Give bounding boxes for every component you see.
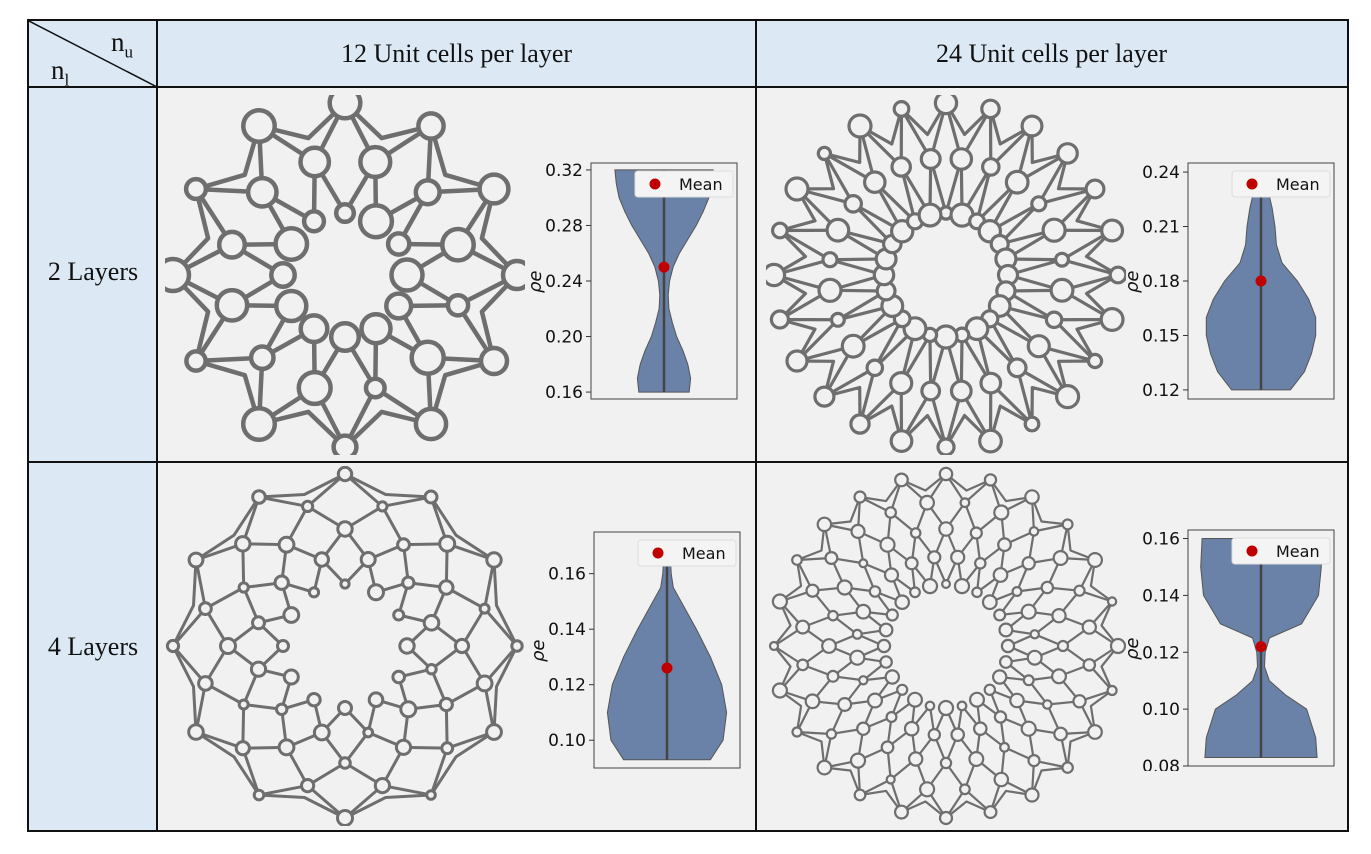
legend-mean-marker: [1246, 545, 1258, 557]
column-title-12: 12 Unit cells per layer: [340, 39, 573, 68]
y-tick-label: 0.20: [545, 328, 583, 348]
mean-marker: [661, 662, 673, 674]
lattice-2-layers-12-cells: [165, 95, 525, 455]
cell-2l-12u: 0.16 0.20 0.24 0.28 0.32 ρe Mean: [157, 87, 756, 462]
row-header-4-layers: 4 Layers: [29, 462, 157, 830]
y-axis-label: ρe: [1126, 638, 1143, 661]
legend-mean-marker: [652, 547, 664, 559]
y-tick-label: 0.24: [545, 272, 583, 292]
y-tick-label: 0.14: [1142, 586, 1180, 606]
legend-box: [634, 170, 734, 198]
y-tick-label: 0.10: [1142, 700, 1180, 720]
violin-plot-4-layers-12-cells: 0.10 0.12 0.14 0.16 ρe Mean: [532, 531, 741, 769]
legend-label: Mean: [679, 175, 723, 194]
lattice-nodes: [165, 95, 525, 455]
lattice-4-layers-24-cells: [768, 466, 1126, 826]
lattice-nodes: [165, 466, 524, 826]
divider-vertical-2: [755, 21, 757, 830]
column-header-24: 24 Unit cells per layer: [756, 21, 1347, 87]
lattice-struts: [170, 100, 520, 450]
y-tick-label: 0.14: [548, 620, 586, 640]
y-axis-label: ρe: [529, 271, 546, 294]
y-tick-label: 0.15: [1142, 326, 1180, 346]
y-tick-label: 0.28: [545, 216, 583, 236]
y-axis-label: ρe: [532, 640, 549, 663]
row-title-4-layers: 4 Layers: [47, 632, 139, 661]
cell-4l-24u: 0.08 0.10 0.12 0.14 0.16 ρe Mean: [756, 462, 1347, 830]
y-axis-label: ρe: [1126, 271, 1143, 294]
y-tick-label: 0.16: [548, 565, 586, 585]
y-tick-label: 0.16: [545, 383, 583, 403]
cell-4l-12u: 0.10 0.12 0.14 0.16 ρe Mean: [157, 462, 756, 830]
lattice-2-layers-24-cells: [766, 95, 1126, 455]
column-title-24: 24 Unit cells per layer: [935, 39, 1168, 68]
mean-marker: [658, 261, 670, 273]
row-title-2-layers: 2 Layers: [47, 257, 139, 286]
corner-label-units: nu: [111, 27, 133, 62]
legend-label: Mean: [682, 544, 726, 563]
violin-plot-2-layers-24-cells: 0.12 0.15 0.18 0.21 0.24 ρe Mean: [1126, 162, 1335, 401]
legend-label: Mean: [1276, 175, 1320, 194]
divider-horizontal-1: [29, 86, 1347, 88]
violin-plot-4-layers-24-cells: 0.08 0.10 0.12 0.14 0.16 ρe Mean: [1126, 529, 1335, 771]
legend-box: [637, 539, 737, 567]
divider-vertical-1: [156, 21, 158, 830]
legend-mean-marker: [1246, 178, 1258, 190]
y-tick-label: 0.21: [1142, 218, 1180, 238]
corner-diagonal: [29, 21, 157, 87]
comparison-table: nu nl 12 Unit cells per layer 24 Unit ce…: [27, 19, 1349, 832]
corner-label-layers: nl: [51, 55, 70, 90]
y-tick-label: 0.24: [1142, 163, 1180, 183]
mean-marker: [1255, 275, 1267, 287]
violin-plot-2-layers-12-cells: 0.16 0.20 0.24 0.28 0.32 ρe Mean: [529, 161, 738, 403]
lattice-4-layers-12-cells: [165, 466, 524, 826]
cell-2l-24u: 0.12 0.15 0.18 0.21 0.24 ρe Mean: [756, 87, 1347, 462]
y-tick-label: 0.08: [1142, 757, 1180, 771]
lattice-nodes: [766, 95, 1126, 455]
legend-box: [1231, 170, 1331, 198]
corner-header-cell: nu nl: [29, 21, 157, 90]
y-tick-label: 0.12: [548, 676, 586, 696]
y-tick-label: 0.32: [545, 161, 583, 181]
y-tick-label: 0.12: [1142, 381, 1180, 401]
lattice-nodes: [768, 466, 1126, 826]
legend-box: [1231, 537, 1331, 565]
legend-label: Mean: [1276, 542, 1320, 561]
row-header-2-layers: 2 Layers: [29, 87, 157, 462]
y-tick-label: 0.16: [1142, 530, 1180, 550]
column-header-12: 12 Unit cells per layer: [157, 21, 756, 87]
y-tick-label: 0.18: [1142, 272, 1180, 292]
divider-horizontal-2: [29, 461, 1347, 463]
y-tick-label: 0.12: [1142, 643, 1180, 663]
mean-marker: [1255, 641, 1267, 653]
legend-mean-marker: [649, 178, 661, 190]
y-tick-label: 0.10: [548, 731, 586, 751]
